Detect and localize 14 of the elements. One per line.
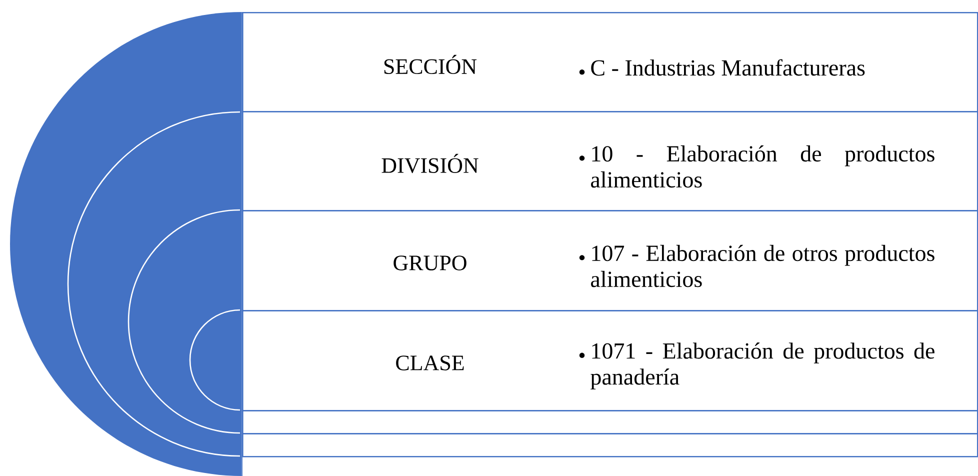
bullet-item: 1071 - Elaboración de productos de panadería — [590, 342, 934, 390]
row-band — [242, 432, 978, 458]
bullet-item: 107 - Elaboración de otros productos alimenticios — [591, 244, 934, 288]
level-label: CLASE — [396, 356, 464, 370]
row-band — [242, 12, 978, 112]
level-label: DIVISIÓN — [382, 154, 478, 174]
bullet-item: 10 - Elaboración de productos alimenticios — [591, 145, 934, 188]
level-label: GRUPO — [394, 256, 466, 270]
row-band — [242, 210, 978, 312]
row-band — [242, 410, 978, 434]
level-label: SECCIÓN — [384, 54, 477, 74]
row-band — [242, 310, 978, 412]
bullet-item: C - Industrias Manufactureras — [591, 59, 865, 76]
row-band — [242, 111, 978, 212]
